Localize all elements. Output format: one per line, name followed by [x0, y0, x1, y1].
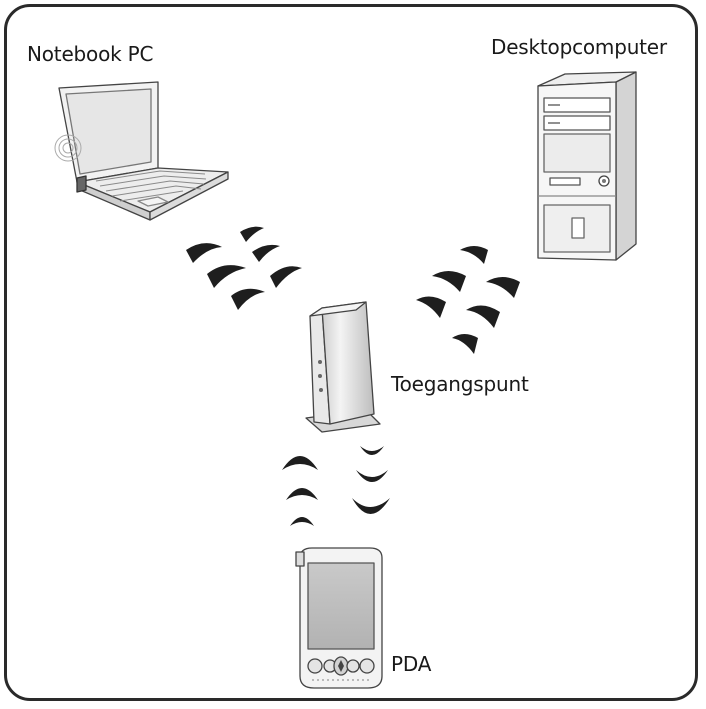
- pda-icon: [295, 547, 383, 689]
- access-point-label: Toegangspunt: [391, 372, 529, 396]
- wireless-signal-icon: [186, 226, 302, 310]
- wireless-signal-icon: [282, 446, 390, 526]
- notebook-label: Notebook PC: [27, 42, 154, 66]
- pda-label: PDA: [391, 652, 432, 676]
- laptop-icon: [54, 81, 229, 221]
- desktop-label: Desktopcomputer: [491, 35, 667, 59]
- desktop-tower-icon: [537, 71, 637, 261]
- access-point-icon: [305, 301, 381, 433]
- wireless-signal-icon: [416, 246, 520, 354]
